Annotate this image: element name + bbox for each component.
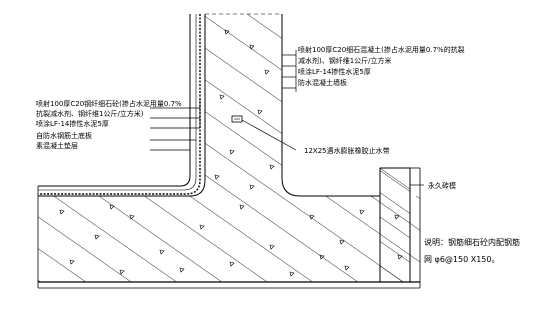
aggregate-triangle: [229, 149, 235, 155]
aggregate-triangle: [249, 44, 255, 50]
slab-bottom: [37, 186, 420, 289]
aggregate-triangle: [199, 224, 205, 230]
aggregate-triangle: [119, 269, 125, 275]
permanent-brick-form: [379, 167, 421, 288]
label-left-1: 喷射100厚C20钢纤细石砼(掺占水泥用量0.7%: [36, 99, 182, 108]
aggregate-triangle: [224, 29, 230, 35]
aggregate-triangle: [269, 164, 275, 170]
waterstop-marker-icon: [231, 115, 243, 123]
waterproof-layers: [38, 14, 206, 197]
label-right-1: 喷射100厚C20细石混凝土(掺占水泥用量0.7%的抗裂: [298, 45, 465, 54]
aggregate-triangle: [239, 204, 245, 210]
aggregate-triangle: [309, 214, 315, 220]
aggregate-triangle: [94, 234, 100, 240]
aggregate-triangle: [359, 209, 365, 215]
aggregate-triangle: [249, 184, 255, 190]
leader-lines: [150, 50, 424, 186]
aggregate-triangle: [159, 249, 165, 255]
aggregate-triangle: [109, 204, 115, 210]
aggregate-triangle: [339, 239, 345, 245]
aggregate-triangle: [129, 214, 135, 220]
aggregate-triangle: [69, 259, 75, 265]
aggregate-triangle: [344, 265, 350, 271]
label-brick-form: 永久砖模: [428, 181, 456, 190]
label-right-4: 防水混凝土墙板: [298, 78, 347, 87]
wall-outline: [205, 13, 380, 197]
aggregate-triangle: [214, 174, 220, 180]
label-right-2: 减水剂)、钢纤维1公斤/立方米: [298, 56, 392, 65]
label-waterstop: 12X25遇水膨胀橡胶止水带: [304, 146, 390, 155]
label-left-5: 素混凝土垫层: [36, 141, 78, 150]
aggregate-triangle: [257, 109, 263, 115]
aggregate-triangle: [219, 94, 225, 100]
label-left-4: 自防水钢筋土底板: [36, 131, 92, 140]
note-line-2: 网 φ6@150 X150。: [424, 255, 499, 264]
aggregate-triangle: [179, 267, 185, 273]
aggregate-triangle: [269, 244, 275, 250]
concrete-structure: [38, 14, 420, 282]
label-right-3: 喷涂LF-14掺性水泥5厚: [298, 67, 371, 76]
label-left-3: 喷涂LF-14掺性水泥5厚: [36, 119, 109, 128]
aggregate-triangle: [229, 261, 235, 267]
aggregate-triangle: [59, 209, 65, 215]
label-left-2: 抗裂减水剂、钢纤维1公斤/立方米): [36, 109, 144, 118]
aggregate-triangle: [319, 254, 325, 260]
note-line-1: 说明：钢筋细石砼内配钢筋: [424, 237, 520, 247]
aggregate-triangle: [264, 69, 270, 75]
aggregate-triangle: [289, 271, 295, 277]
